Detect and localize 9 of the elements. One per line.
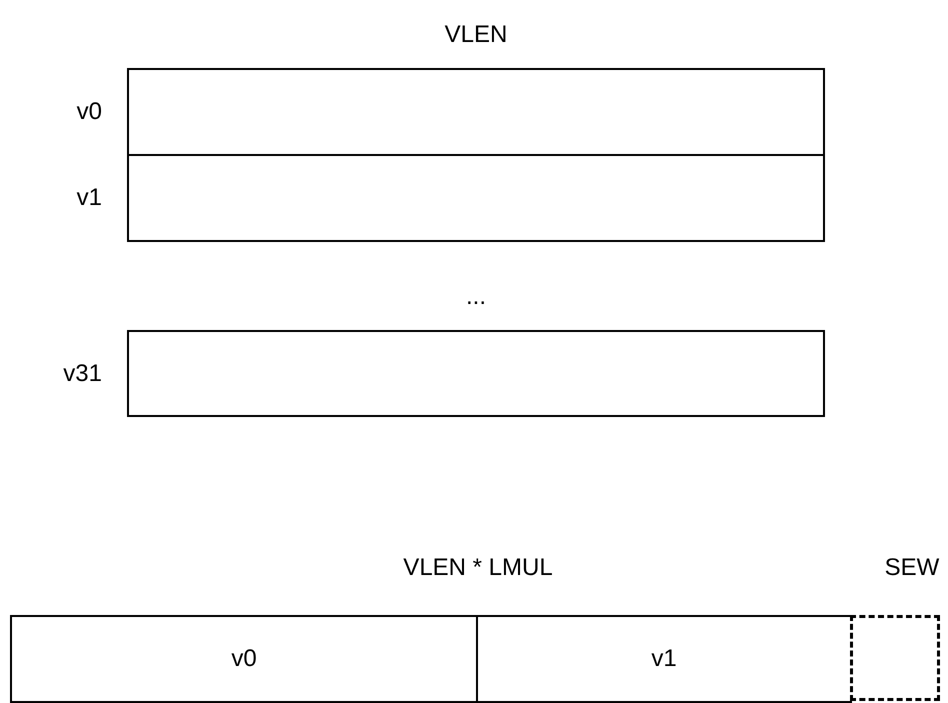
width-label: SEW (884, 554, 940, 582)
register-name: v0 (76, 98, 102, 126)
register-name: v0 (231, 645, 257, 673)
register-name: v1 (76, 184, 102, 212)
ellipsis: ... (466, 283, 486, 311)
width-label: VLEN (444, 21, 508, 49)
width-label: VLEN * LMUL (403, 554, 553, 582)
register-name: v1 (651, 645, 677, 673)
register-name: v31 (63, 360, 102, 388)
